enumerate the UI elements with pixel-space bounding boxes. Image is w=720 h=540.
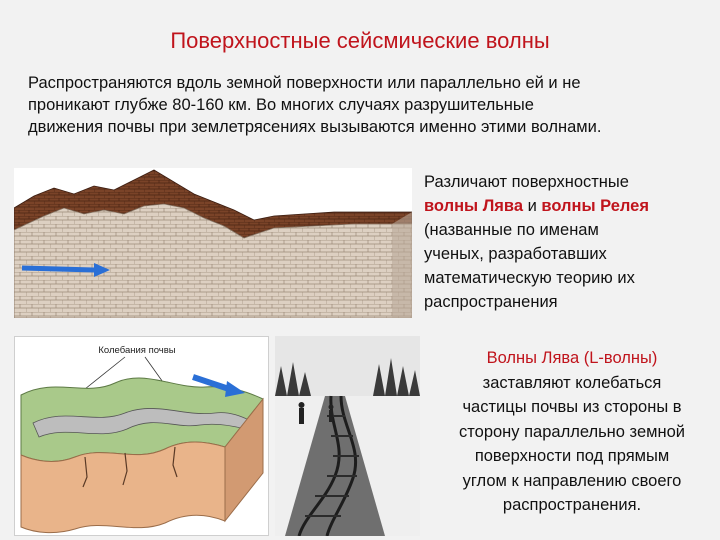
love-waves-label: волны Лява	[424, 197, 524, 215]
side-line: распространения	[424, 293, 558, 311]
love-text-line: заставляют колебаться	[482, 373, 662, 392]
love-wave-arrow	[192, 374, 245, 397]
intro-line: Распространяются вдоль земной поверхност…	[28, 74, 581, 92]
intro-line: движения почвы при землетрясениях вызыва…	[28, 118, 602, 136]
love-text-line: углом к направлению своего	[462, 471, 682, 490]
earth-block-svg	[14, 169, 412, 318]
love-text-line: распространения.	[502, 496, 642, 514]
love-text-line: частицы почвы из стороны в	[462, 398, 682, 416]
love-waves-heading: Волны Лява (L-волны)	[486, 349, 658, 367]
love-text-line: сторону параллельно земной	[459, 422, 685, 441]
side-line: (названные по именам	[424, 221, 599, 239]
propagation-arrow	[21, 263, 110, 277]
intro-line: проникают глубже 80-160 км. Во многих сл…	[28, 96, 534, 114]
railroad-photo-svg	[275, 336, 420, 536]
side-line: ученых, разработавших	[424, 245, 607, 263]
love-waves-description: Волны Лява (L-волны) заставляют колебать…	[424, 346, 720, 518]
love-wave-diagram: Колебания почвы	[14, 336, 269, 536]
wave-types-text: Различают поверхностные волны Лява и вол…	[424, 170, 714, 314]
slide-title: Поверхностные сейсмические волны	[170, 28, 550, 53]
love-text-line: поверхности под прямым	[474, 447, 670, 465]
side-line: Различают поверхностные	[424, 173, 629, 191]
side-line-types: волны Лява и волны Релея	[424, 194, 714, 218]
bent-railroad-photo	[275, 336, 420, 536]
surface-wave-block-illustration	[14, 168, 412, 318]
love-wave-svg: Колебания почвы	[20, 345, 264, 534]
intro-paragraph: Распространяются вдоль земной поверхност…	[28, 72, 718, 138]
love-diagram-caption: Колебания почвы	[98, 345, 175, 356]
and-word: и	[523, 197, 542, 215]
rayleigh-waves-label: волны Релея	[541, 197, 649, 215]
side-line: математическую теорию их	[424, 269, 635, 287]
